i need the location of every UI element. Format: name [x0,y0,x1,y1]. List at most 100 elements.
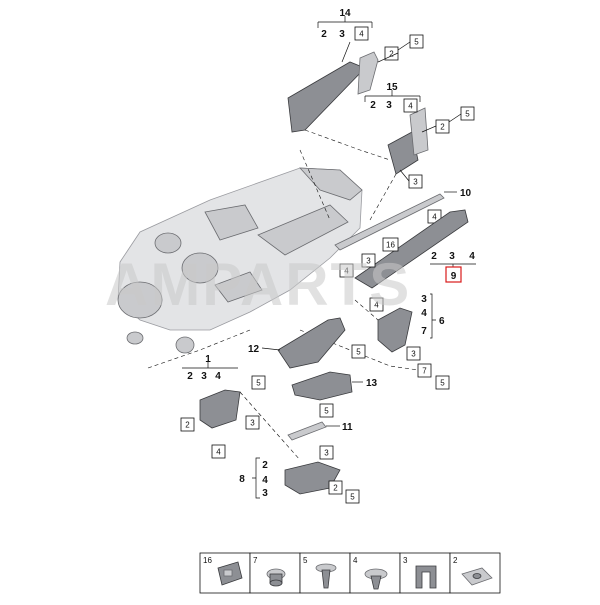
box-12-5-label: 5 [356,348,361,357]
clip-block-icon [217,561,243,586]
box-16 [382,237,399,252]
box-3a [361,253,376,268]
legend-num-2: 2 [453,556,458,565]
box-15-5 [460,106,475,121]
box-3a-label: 3 [366,257,371,266]
part-11-clip-strip [287,421,327,441]
box-4a-label: 4 [344,267,349,276]
box-6-7-label: 7 [422,367,427,376]
legend-num-5: 5 [303,556,308,565]
box-14-5-label: 5 [414,38,419,47]
box-1-3-label: 3 [250,419,255,428]
legend-num-4: 4 [353,556,358,565]
callout-6: 6 [439,316,445,327]
box-15-3-label: 3 [413,178,418,187]
fastener-legend: 16 7 5 4 [199,552,501,594]
box-6-4-label: 4 [374,301,379,310]
legend-num-7: 7 [253,556,258,565]
box-15-4 [403,98,418,113]
box-16-label: 16 [386,241,395,250]
dashboard-carrier [117,167,363,354]
sub-1-a: 2 [187,371,193,382]
box-14-2 [384,46,399,61]
box-6-5 [435,375,450,390]
sub-15-a: 2 [370,100,376,111]
sub-6-a: 3 [421,294,427,305]
box-10-4-label: 4 [432,213,437,222]
box-15-4-label: 4 [408,102,413,111]
speed-nut-icon [461,567,493,586]
box-13-5 [319,403,334,418]
box-15-2 [435,119,450,134]
sub-6-b: 4 [421,308,427,319]
callout-15: 15 [386,82,398,93]
sub-9-b: 3 [449,251,455,262]
callout-1: 1 [205,354,211,365]
box-12-5 [351,344,366,359]
box-8-3-label: 3 [324,449,329,458]
legend-num-16: 16 [203,556,212,565]
sub-8-a: 2 [262,460,268,471]
callout-8: 8 [239,474,245,485]
box-8-2 [328,480,343,495]
box-6-4 [369,297,384,312]
box-1-4 [211,444,226,459]
box-14-2-label: 2 [389,50,394,59]
box-1-2-label: 2 [185,421,190,430]
box-14-5 [409,34,424,49]
sub-9-a: 2 [431,251,437,262]
part-10-strip [334,193,445,251]
callout-12: 12 [248,344,260,355]
box-14-4-label: 4 [359,30,364,39]
box-15-2-label: 2 [440,123,445,132]
legend-cell-3 [399,552,451,594]
box-15-3 [408,174,423,189]
part-6-side-panel [377,307,413,353]
sub-6-c: 7 [421,326,427,337]
box-8-5-label: 5 [350,493,355,502]
part-15-side-trim [387,107,429,175]
box-1-4-label: 4 [216,448,221,457]
sub-15-b: 3 [386,100,392,111]
sub-8-c: 3 [262,488,268,499]
callout-14: 14 [339,8,351,19]
box-8-2-label: 2 [333,484,338,493]
sub-14-b: 3 [339,29,345,40]
box-8-5 [345,489,360,504]
round-spacer-icon [266,568,286,587]
sub-14-a: 2 [321,29,327,40]
push-rivet-icon [364,568,388,590]
part-13-lower-cover [291,371,353,401]
box-8-3 [319,445,334,460]
spring-clip-icon [415,565,437,589]
box-1-5 [251,375,266,390]
box-15-5-label: 5 [465,110,470,119]
screw-icon [315,563,337,589]
sub-1-b: 3 [201,371,207,382]
part-1-bracket [199,389,241,429]
box-6-5-label: 5 [440,379,445,388]
sub-1-c: 4 [215,371,221,382]
legend-num-3: 3 [403,556,408,565]
box-1-3 [245,415,260,430]
sub-9-c: 4 [469,251,475,262]
part-9-trim-strip [354,209,469,289]
part-14-upper-trim [287,51,379,133]
part-12-center-trim [277,317,346,369]
callout-11: 11 [342,422,353,433]
highlight-9-box [445,266,462,283]
box-14-4 [354,26,369,41]
box-4a [339,263,354,278]
box-6-3 [406,346,421,361]
callout-10: 10 [460,188,472,199]
callout-9: 9 [451,271,457,282]
box-6-7 [417,363,432,378]
box-6-3-label: 3 [411,350,416,359]
box-1-2 [180,417,195,432]
sub-8-b: 4 [262,475,268,486]
box-13-5-label: 5 [324,407,329,416]
box-1-5-label: 5 [256,379,261,388]
callout-13: 13 [366,378,378,389]
